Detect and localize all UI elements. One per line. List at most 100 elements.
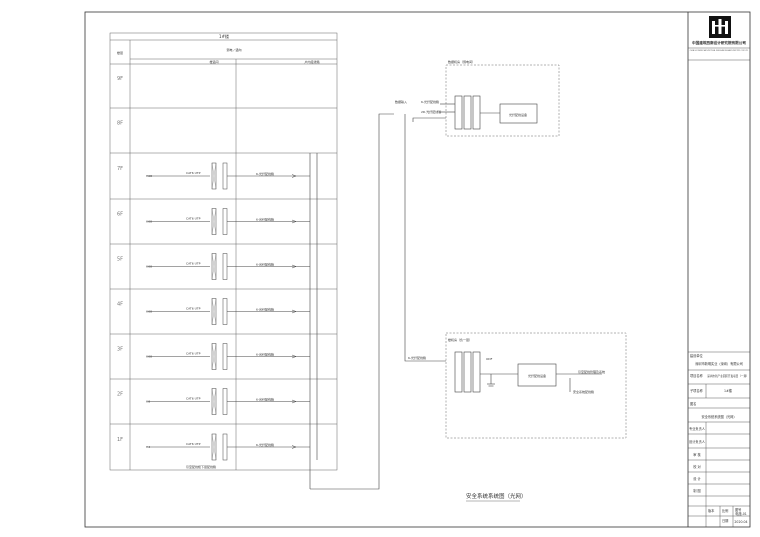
table-col-sub2: 户内接线箱 — [304, 59, 319, 64]
patch-panel — [211, 253, 217, 280]
box-tag: 6-光纤配线箱 — [256, 307, 274, 312]
top-room-device: 光纤配线设备 — [509, 112, 527, 117]
sheet-no: 电施-01 — [735, 511, 747, 516]
top-odf-rack — [440, 95, 538, 130]
drawing-name: 安全系统系统图（光网） — [701, 414, 736, 419]
title-block-row-label: 校 对 — [693, 464, 701, 469]
scale-label: 比例 — [722, 508, 728, 513]
table-col-floor: 楼层 — [117, 50, 123, 55]
sub-name-label: 子项名称 — [690, 388, 704, 393]
panel-cross — [211, 162, 217, 190]
title-block-row-label: 制 图 — [693, 488, 700, 493]
floor-label: 3F — [117, 347, 123, 353]
panel-cross — [211, 298, 217, 325]
lower-room-device: 光纤配线设备 — [528, 373, 546, 378]
date-label: 日期 — [722, 518, 728, 523]
cable-label: CAT6 UTP — [186, 352, 201, 356]
lower-room-box — [445, 332, 627, 439]
floor-label: 2F — [117, 392, 123, 398]
floor-label: 7F — [117, 166, 123, 172]
title-block-row-label: 审 核 — [693, 452, 701, 457]
floor-table — [109, 32, 338, 471]
table-col-sub1: 楼道间 — [209, 59, 218, 64]
table-title: 1#楼 — [219, 33, 229, 39]
box-tag: 6-光纤配线箱 — [256, 217, 274, 222]
box-tag: 6-光纤配线箱 — [256, 397, 274, 402]
project-name-label: 项目名称 — [690, 373, 704, 378]
bottom-note: 引至配线柜下层配线箱 — [186, 464, 216, 469]
cable-label: CAT6 UTP — [186, 307, 201, 311]
arrow-icon — [291, 219, 297, 224]
lower-room-label: ODF — [486, 357, 493, 361]
cable-label: CAT6 UTP — [186, 262, 201, 266]
box-tag: 6-光纤配线箱 — [256, 352, 274, 357]
floor-label: 5F — [117, 257, 123, 263]
title-block-row-label: 设 计 — [693, 476, 701, 481]
floor-label: 9F — [117, 76, 123, 82]
company-name: 中国建筑西南设计研究院有限公司 — [692, 40, 746, 45]
lower-room-feed: 6-光纤配线箱 — [408, 355, 426, 360]
panel-cross — [211, 433, 217, 461]
diagram-caption: 安全系统系统图（光网） — [466, 492, 527, 500]
title-block — [688, 47, 750, 527]
lower-room-out2: 安全系统配线箱 — [573, 389, 594, 394]
patch-panel — [222, 162, 228, 190]
patch-panel — [211, 433, 217, 461]
floor-label: 1F — [117, 437, 123, 443]
box-tag: 6-光纤配线箱 — [256, 262, 274, 267]
top-room-box — [445, 64, 560, 137]
cable-label: CAT6 UTP — [186, 217, 201, 221]
arrow-icon — [291, 264, 297, 269]
sheet-no-label: 图号 — [735, 507, 741, 512]
lower-room-title: 楼机房（负一层） — [448, 337, 472, 342]
floor-label: 4F — [117, 302, 123, 308]
patch-panel — [211, 343, 217, 370]
top-room-in2: 6-光纤配线箱 — [421, 99, 439, 104]
patch-panel — [222, 208, 228, 235]
top-room-title: 数据机房（弱电间） — [448, 59, 475, 64]
cable-label: CAT6 UTP — [186, 397, 201, 401]
floor-label: 6F — [117, 212, 123, 218]
patch-panel — [211, 208, 217, 235]
arrow-icon — [291, 445, 297, 449]
panel-cross — [211, 208, 217, 235]
company-logo-icon — [709, 16, 731, 38]
table-col-group: 弱电 / 竖向 — [227, 47, 242, 52]
patch-panel — [222, 253, 228, 280]
cable-label: CAT6 UTP — [186, 171, 201, 175]
drawing-name-label: 图名 — [690, 401, 696, 406]
panel-cross — [211, 343, 217, 370]
date-value: 2020.04 — [734, 520, 747, 524]
top-room-in1: 数据输入 — [395, 99, 407, 104]
sub-name: 1#楼 — [724, 388, 733, 393]
arrow-icon — [291, 309, 297, 314]
floor-label: 8F — [117, 121, 123, 127]
company-name-en: CHINA SOUTHWEST ARCHITECTURAL DESIGN AND… — [690, 49, 749, 52]
arrow-icon — [291, 399, 297, 404]
patch-panel — [211, 162, 217, 190]
box-tag: 6-光纤配线箱 — [256, 171, 274, 176]
panel-cross — [211, 388, 217, 415]
lower-room-out1: 引至配线管理及系统 — [578, 369, 605, 374]
patch-panel — [222, 388, 228, 415]
box-tag: 6-光纤配线箱 — [256, 442, 274, 447]
client-name: 深圳市新明实业（深圳）有限公司 — [695, 361, 743, 366]
client-label: 建设单位 — [690, 353, 704, 358]
floor-labels: 9F 8F 7F 6F 5F 4F 3F 2F 1F — [117, 76, 123, 443]
arrow-icon — [291, 174, 297, 178]
patch-panel — [222, 343, 228, 370]
riser-lines — [309, 113, 446, 490]
lower-odf-rack — [454, 351, 602, 393]
patch-panel — [211, 388, 217, 415]
title-block-row-label: 设计负责人 — [689, 439, 706, 444]
